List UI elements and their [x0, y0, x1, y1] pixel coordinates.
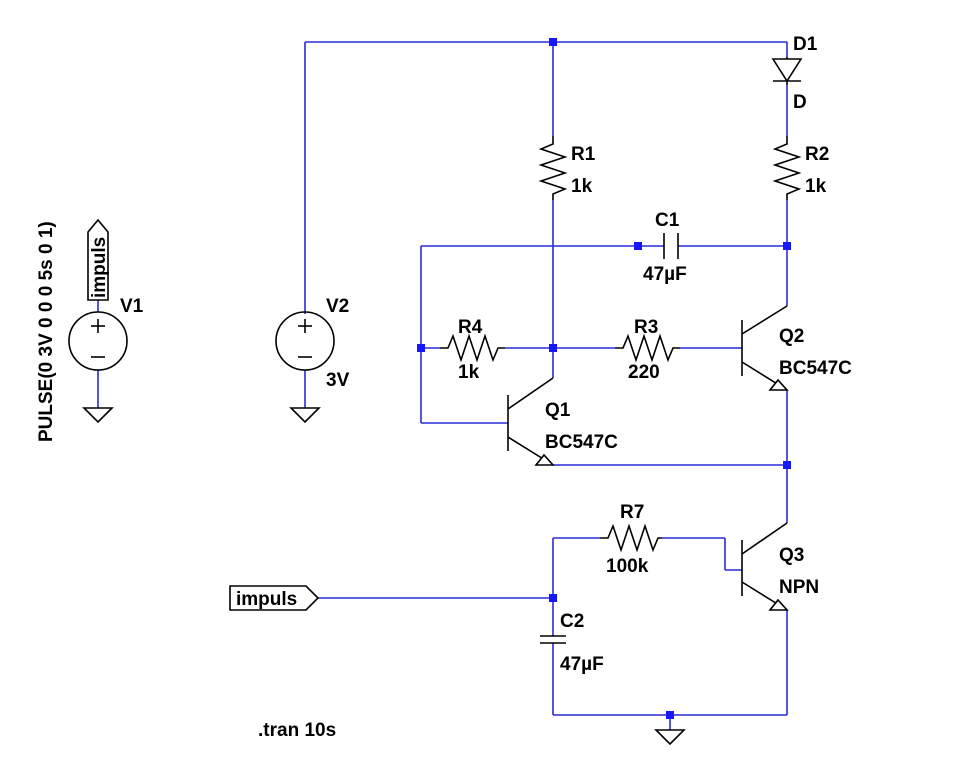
r1-value: 1k [571, 176, 593, 197]
r1-name: R1 [571, 144, 596, 165]
resistor-r4[interactable] [440, 333, 505, 363]
d1-value: D [793, 92, 807, 113]
transistor-q2[interactable] [741, 305, 789, 391]
transistor-q1[interactable] [507, 377, 555, 466]
r4-name: R4 [458, 317, 483, 338]
c2-value: 47µF [560, 654, 604, 675]
d1-name: D1 [793, 34, 818, 55]
r7-name: R7 [620, 502, 644, 523]
r7-value: 100k [606, 556, 649, 577]
junction-node [783, 242, 791, 250]
junction-node [634, 242, 642, 250]
net-label-text: impuls [236, 589, 297, 610]
r2-value: 1k [805, 176, 827, 197]
resistor-r1[interactable] [538, 136, 568, 200]
c1-value: 47µF [643, 264, 687, 285]
net-label-text: impuls [89, 237, 110, 298]
resistor-r7[interactable] [600, 523, 662, 553]
ground-symbol [654, 729, 686, 746]
r2-name: R2 [805, 144, 829, 165]
ground-symbol [82, 407, 114, 424]
resistor-r2[interactable] [772, 136, 802, 200]
q3-value: NPN [779, 577, 819, 598]
spice-directive[interactable]: .tran 10s [258, 720, 336, 741]
wires [97, 41, 788, 730]
r3-name: R3 [634, 317, 658, 338]
diode-d1[interactable] [771, 57, 803, 85]
v1-source[interactable] [68, 311, 128, 371]
q1-name: Q1 [545, 400, 571, 421]
capacitor-c2[interactable] [540, 635, 566, 644]
net-label-impuls-v1[interactable]: impuls [87, 218, 110, 301]
q2-value: BC547C [779, 358, 852, 379]
junction-node [666, 711, 674, 719]
c1-name: C1 [655, 210, 680, 231]
ground-symbol [289, 407, 321, 424]
q1-value: BC547C [545, 432, 618, 453]
resistor-r3[interactable] [615, 333, 680, 363]
junction-node [549, 38, 557, 46]
junction-node [549, 594, 557, 602]
v2-value: 3V [326, 370, 350, 391]
r3-value: 220 [628, 362, 660, 383]
junction-node [783, 461, 791, 469]
v1-value: PULSE(0 3V 0 0 0 5s 0 1) [36, 221, 57, 442]
net-label-impuls-input[interactable]: impuls [229, 585, 320, 611]
junction-node [549, 344, 557, 352]
junctions [417, 38, 791, 719]
junction-node [417, 344, 425, 352]
c2-name: C2 [560, 611, 584, 632]
v2-source[interactable] [275, 311, 335, 371]
q3-name: Q3 [779, 545, 804, 566]
r4-value: 1k [458, 362, 480, 383]
v2-name: V2 [326, 296, 349, 317]
capacitor-c1[interactable] [663, 233, 679, 259]
v1-name: V1 [120, 296, 144, 317]
q2-name: Q2 [779, 326, 804, 347]
transistor-q3[interactable] [741, 522, 789, 611]
